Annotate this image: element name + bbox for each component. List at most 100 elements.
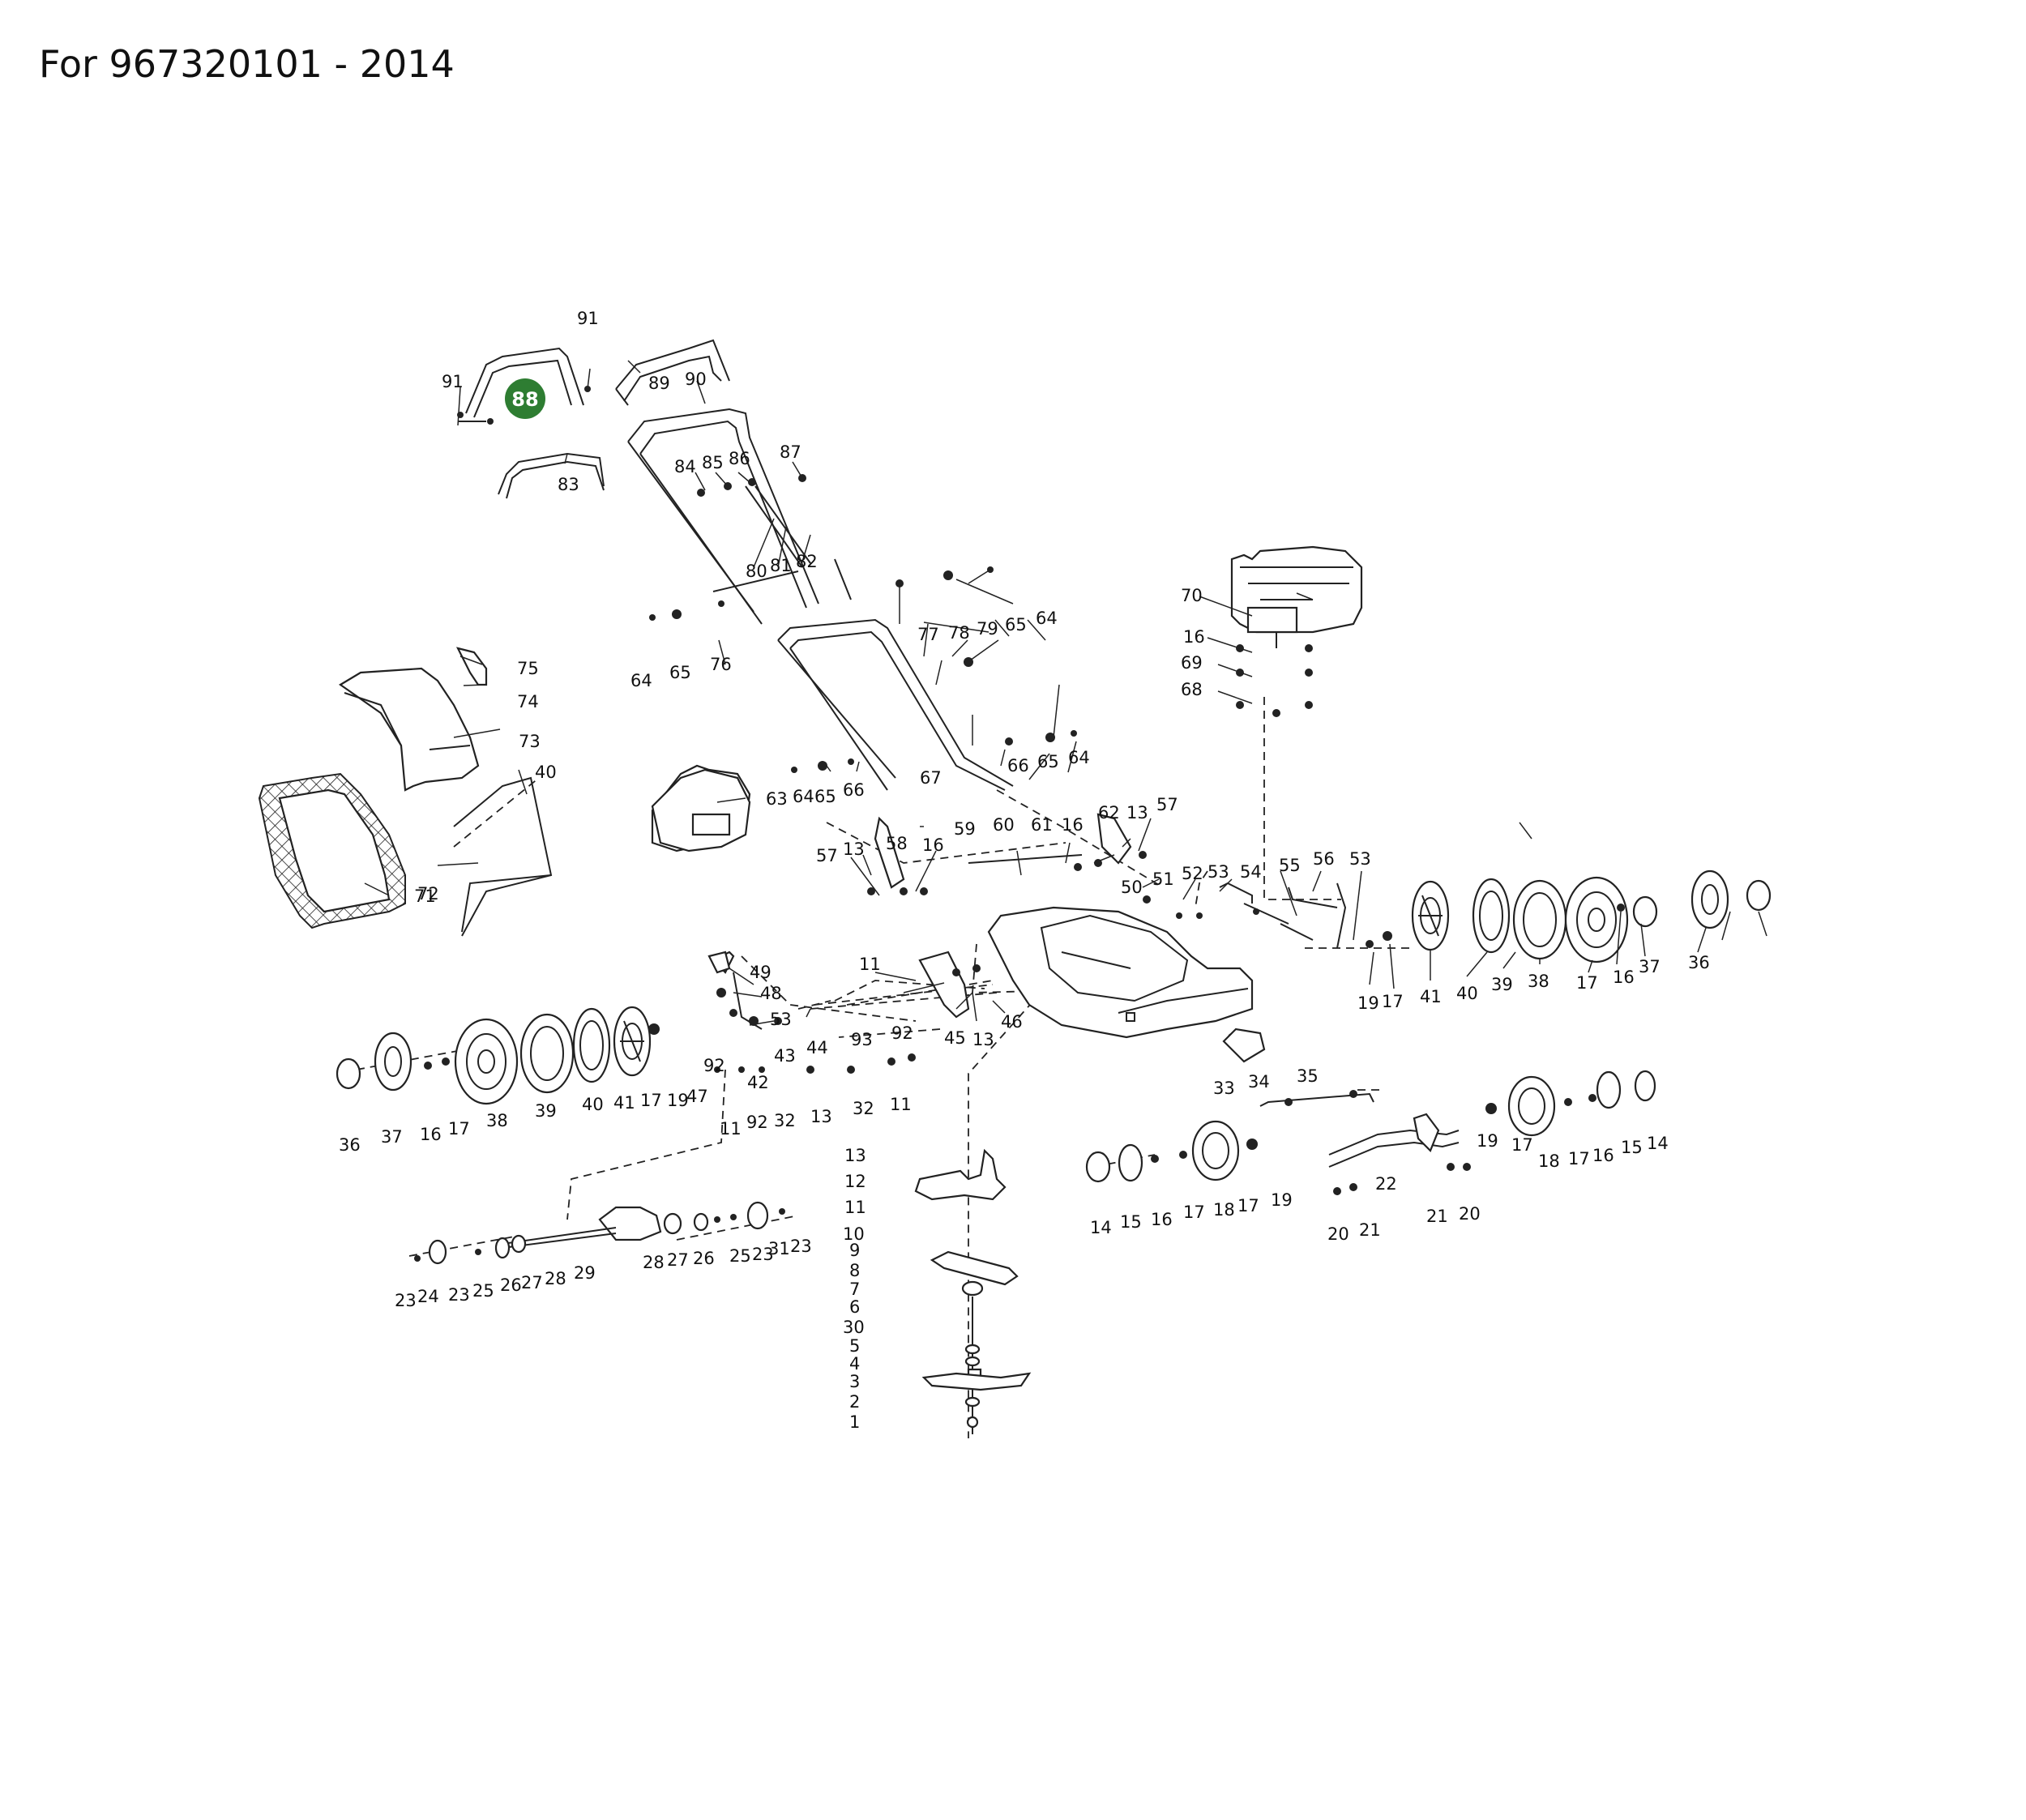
part-label: 17	[1382, 992, 1404, 1011]
grass-bag	[258, 772, 406, 929]
part-label: 42	[747, 1073, 769, 1092]
part-label: 70	[1181, 586, 1203, 605]
part-label: 23	[752, 1245, 774, 1264]
part-label: 62	[1098, 803, 1120, 822]
part-label: 17	[1568, 1149, 1590, 1168]
part-label: 65	[814, 787, 836, 806]
part-label: 57	[1156, 795, 1178, 814]
part-labels: 91 91 89 90 83 84 85 86 87 80 81 82 70 1…	[339, 309, 1710, 1432]
part-label: 74	[517, 692, 539, 711]
part-label: 78	[948, 623, 970, 643]
part-label: 39	[1491, 975, 1513, 994]
part-label: 15	[1120, 1212, 1142, 1232]
highlight-label: 88	[511, 388, 538, 411]
part-label: 75	[517, 659, 539, 678]
grass-bag-top	[338, 647, 488, 792]
part-label: 17	[1511, 1135, 1533, 1155]
small-hardware	[457, 386, 1471, 1195]
part-label: 85	[702, 453, 724, 472]
part-label: 35	[1297, 1066, 1319, 1086]
part-label: 44	[806, 1038, 828, 1057]
part-label: 56	[1313, 849, 1335, 869]
part-label: 37	[381, 1127, 403, 1147]
part-label: 46	[1001, 1012, 1023, 1032]
part-label: 63	[766, 789, 788, 809]
part-label: 89	[648, 374, 670, 393]
part-label: 19	[667, 1091, 689, 1110]
part-label: 45	[944, 1028, 966, 1048]
part-label: 21	[1426, 1207, 1448, 1226]
part-label: 72	[417, 884, 439, 904]
part-label: 79	[977, 619, 998, 639]
grip-handle	[615, 339, 730, 406]
part-label: 17	[640, 1091, 662, 1110]
part-label: 92	[891, 1023, 913, 1043]
part-label: 26	[500, 1275, 522, 1295]
part-label: 91	[442, 372, 464, 391]
part-label: 24	[417, 1287, 439, 1306]
part-label: 6	[849, 1297, 860, 1317]
part-label: 51	[1152, 869, 1174, 889]
part-label: 5	[849, 1336, 860, 1356]
part-label: 50	[1121, 878, 1143, 897]
highlight-marker-88[interactable]: 88	[505, 378, 545, 419]
part-label: 8	[849, 1261, 860, 1280]
part-label: 11	[720, 1119, 742, 1139]
part-label: 92	[703, 1056, 725, 1075]
part-label: 25	[472, 1281, 494, 1301]
lower-handle-bar	[777, 618, 1014, 791]
part-label: 80	[746, 562, 767, 581]
leader-lines	[364, 360, 1767, 1026]
part-label: 2	[849, 1392, 860, 1412]
part-label: 17	[1576, 973, 1598, 993]
part-label: 1	[849, 1412, 860, 1432]
part-label: 11	[890, 1095, 912, 1114]
part-label: 40	[535, 763, 557, 782]
part-label: 20	[1459, 1204, 1481, 1224]
part-label: 37	[1639, 957, 1661, 976]
part-label: 13	[1126, 803, 1148, 822]
part-label: 40	[1456, 984, 1478, 1003]
part-label: 64	[1036, 609, 1058, 628]
part-label: 84	[674, 457, 696, 476]
part-label: 19	[1357, 993, 1379, 1013]
part-label: 4	[849, 1354, 860, 1374]
bail-lever	[458, 347, 584, 422]
part-label: 47	[686, 1087, 708, 1106]
part-label: 49	[750, 963, 772, 982]
part-label: 91	[577, 309, 599, 328]
part-label: 66	[843, 780, 865, 800]
part-label: 34	[1248, 1072, 1270, 1092]
part-label: 65	[1005, 615, 1027, 634]
part-label: 90	[685, 370, 707, 389]
part-label: 52	[1182, 864, 1203, 883]
front-right-wheel-assembly	[1259, 1070, 1656, 1168]
part-label: 28	[643, 1253, 665, 1272]
part-label: 13	[843, 840, 865, 859]
part-label: 65	[669, 663, 691, 682]
part-label: 39	[535, 1101, 557, 1121]
part-label: 28	[545, 1269, 566, 1288]
mower-deck	[987, 906, 1254, 1039]
part-label: 87	[780, 442, 801, 462]
part-label: 16	[1592, 1146, 1614, 1165]
part-label: 19	[1477, 1131, 1498, 1151]
part-label: 71	[414, 887, 436, 906]
part-label: 40	[582, 1095, 604, 1114]
part-label: 48	[760, 984, 782, 1003]
part-label: 41	[1420, 987, 1442, 1006]
part-label: 23	[448, 1285, 470, 1305]
part-label: 33	[1213, 1079, 1235, 1098]
part-label: 18	[1213, 1200, 1235, 1220]
part-label: 17	[448, 1119, 470, 1139]
part-label: 81	[770, 556, 792, 575]
part-label: 58	[886, 834, 908, 853]
part-label: 36	[339, 1135, 361, 1155]
upper-handle-bar	[627, 408, 819, 625]
part-label: 38	[486, 1111, 508, 1130]
part-label: 16	[922, 835, 944, 855]
part-label: 25	[729, 1246, 751, 1266]
part-label: 53	[1207, 862, 1229, 882]
part-label: 61	[1031, 815, 1053, 835]
